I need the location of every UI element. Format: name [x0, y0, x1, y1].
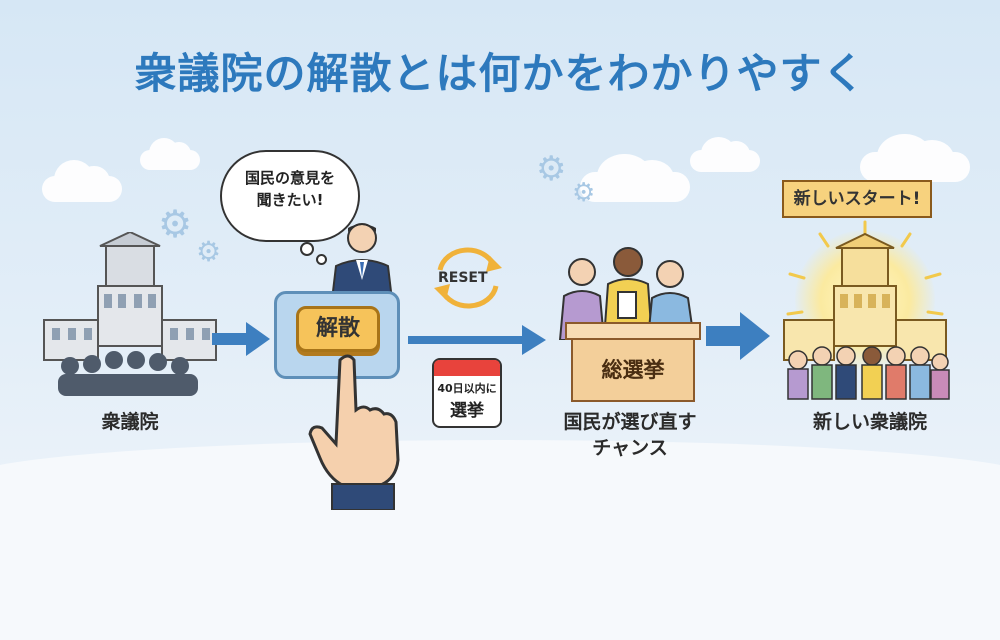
thought-line-1: 国民の意見を	[244, 169, 335, 187]
gear-icon: ⚙	[572, 178, 596, 208]
calendar-header	[434, 360, 500, 376]
chance-line-2: チャンス	[592, 436, 668, 459]
calendar-line-2: 選挙	[450, 401, 484, 421]
arrow-right-icon	[212, 322, 270, 356]
gear-icon: ⚙	[158, 202, 193, 246]
gear-icon: ⚙	[196, 235, 222, 268]
kaisan-button[interactable]: 解散	[296, 306, 380, 352]
reset-cycle-icon	[434, 247, 502, 309]
hand-pointer-icon	[308, 354, 400, 510]
cloud-icon	[860, 134, 970, 182]
thought-dot	[300, 242, 314, 256]
page-title: 衆議院の解散とは何かをわかりやすく	[134, 49, 866, 98]
gear-icon: ⚙	[536, 149, 567, 189]
cloud-icon	[42, 160, 122, 202]
arrow-right-icon	[408, 325, 546, 355]
cloud-icon	[690, 136, 760, 172]
building-icon	[43, 232, 217, 396]
house-label: 衆議院	[101, 411, 159, 433]
chance-line-1: 国民が選び直す	[563, 411, 697, 433]
thought-bubble: 国民の意見を 聞きたい!	[220, 150, 360, 242]
calendar-line-1: 40日以内に	[437, 382, 497, 395]
arrow-right-icon	[706, 312, 770, 360]
new-house-label: 新しい衆議院	[812, 411, 927, 433]
chance-label: 国民が選び直す チャンス	[530, 410, 730, 461]
reset-label: RESET	[438, 270, 488, 286]
ground-curve	[0, 440, 1000, 640]
prime-minister-figure	[330, 223, 394, 300]
thought-dot	[316, 254, 327, 265]
ballot-box-icon: 総選挙	[571, 338, 695, 402]
new-building-icon	[783, 232, 950, 400]
cloud-icon	[140, 138, 200, 170]
calendar-icon: 40日以内に 選挙	[432, 358, 502, 428]
ribbon-icon: 新しいスタート!	[782, 180, 932, 218]
thought-line-2: 聞きたい!	[256, 190, 324, 209]
cloud-icon	[580, 154, 690, 202]
